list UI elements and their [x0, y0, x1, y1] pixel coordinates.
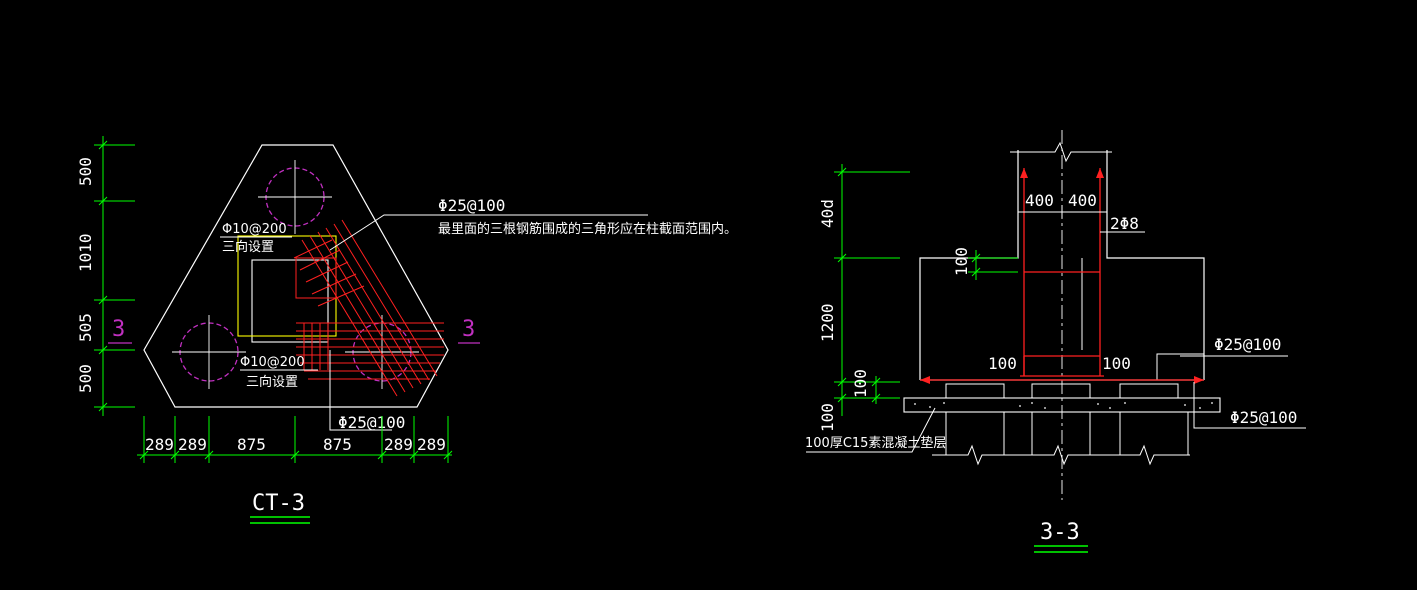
vdim-500-top: 500: [76, 157, 95, 186]
horizontal-dimension-chain: [137, 416, 453, 463]
vdim-505: 505: [76, 313, 95, 342]
pile-left: [172, 315, 246, 389]
label-cushion: 100厚C15素混凝土垫层: [805, 435, 946, 451]
top-dim-chain: [1017, 205, 1108, 218]
vdim-500-bottom: 500: [76, 364, 95, 393]
vdim-1200: 1200: [818, 303, 837, 342]
top-dim-400-right: 400: [1068, 191, 1097, 210]
vdim-100-pile: 100: [851, 369, 870, 398]
ct3-title: CT-3: [252, 491, 305, 516]
label-phi25-bottom: Φ25@100: [338, 413, 405, 432]
cushion-layer: [903, 397, 1221, 413]
section-rebar: [920, 168, 1204, 381]
section-mark-left-label: 3: [112, 317, 125, 342]
label-phi10-lower: Φ10@200: [240, 355, 305, 370]
leader-phi25-bottom: [329, 350, 392, 431]
section-vertical-dims: [834, 164, 1018, 416]
column-rebar-box: [295, 257, 337, 299]
hdim-289-4: 289: [417, 435, 446, 454]
cushion-hatch: [914, 402, 1213, 409]
hdim-289-3: 289: [384, 435, 413, 454]
column-right-wall: [1106, 150, 1205, 380]
leader-top: [329, 214, 648, 251]
section-mark-left: 3: [108, 317, 132, 344]
label-phi25-upper: Φ25@100: [1214, 335, 1281, 354]
leader-cushion: [806, 407, 936, 453]
pile-top: [258, 160, 332, 234]
leader-phi25-lower: [1193, 382, 1306, 429]
label-phi10-upper: Φ10@200: [222, 222, 287, 237]
note-top: 最里面的三根钢筋围成的三角形应在柱截面范围内。: [438, 221, 737, 237]
hdim-289-2: 289: [178, 435, 207, 454]
section-mark-right-label: 3: [462, 317, 475, 342]
section-title: 3-3: [1040, 520, 1080, 545]
vdim-1010: 1010: [76, 233, 95, 272]
piles-below: [932, 412, 1190, 466]
label-2phi8: 2Φ8: [1110, 214, 1139, 233]
hdim-875-1: 875: [237, 435, 266, 454]
step-right: [1156, 353, 1204, 380]
dim-100-top: 100: [952, 247, 971, 276]
section-mark-right: 3: [458, 317, 480, 344]
rebar-arrows: [920, 168, 1204, 384]
hdim-289-1: 289: [145, 435, 174, 454]
pile-right: [345, 315, 419, 389]
label-three-dir-upper: 三向设置: [222, 239, 274, 255]
hdim-875-2: 875: [323, 435, 352, 454]
pile-heads: [945, 383, 1179, 398]
rebar-horizontal-band: [296, 322, 444, 380]
label-100-left: 100: [988, 354, 1017, 373]
label-100-right: 100: [1102, 354, 1131, 373]
column-outline-white: [251, 259, 329, 343]
column-break-line: [1010, 141, 1112, 163]
vdim-100-cushion: 100: [818, 403, 837, 432]
pile-cap-outline: [143, 144, 449, 408]
vertical-dimension-chain: [94, 136, 135, 416]
label-phi25-top: Φ25@100: [438, 196, 505, 215]
section-3-3: 400 400 2Φ8 100 100 Φ25@100 Φ25@100 100厚…: [805, 130, 1306, 553]
label-three-dir-lower: 三向设置: [246, 374, 298, 390]
vdim-40d: 40d: [818, 199, 837, 228]
ct3-plan: Φ25@100 最里面的三根钢筋围成的三角形应在柱截面范围内。 Φ10@200 …: [76, 136, 737, 524]
label-phi25-lower: Φ25@100: [1230, 408, 1297, 427]
top-dim-400-left: 400: [1025, 191, 1054, 210]
